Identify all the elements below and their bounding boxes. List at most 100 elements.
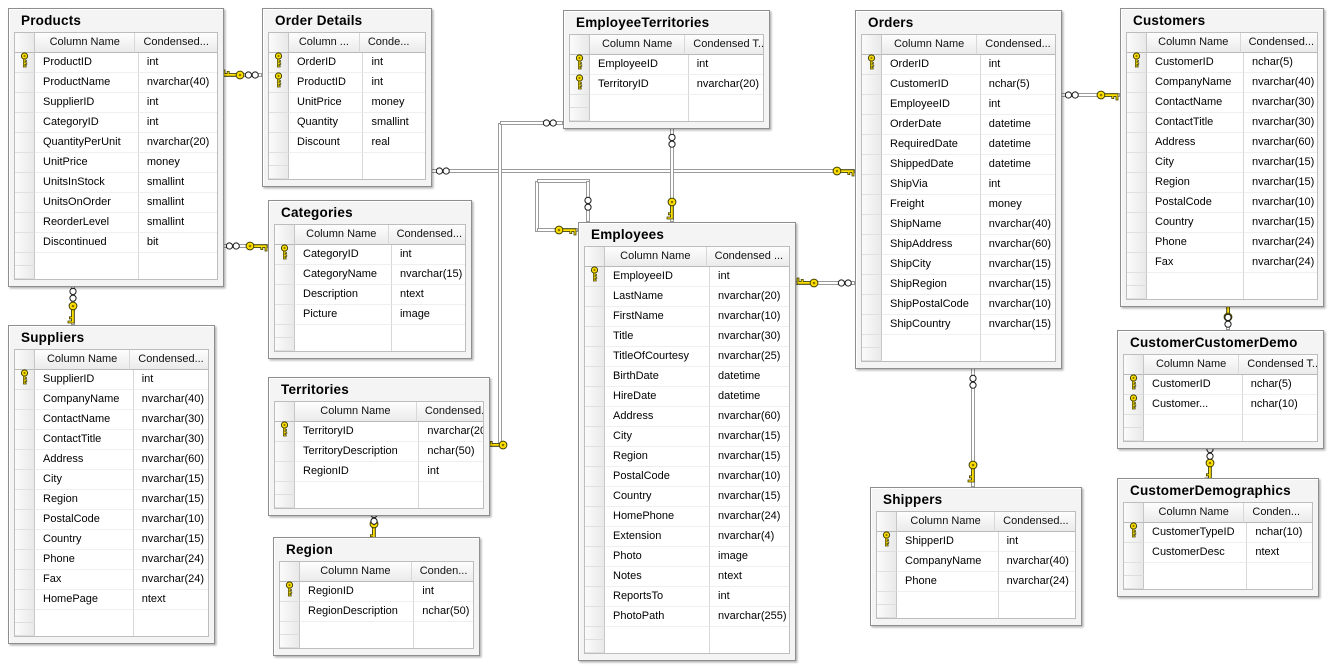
row-selector[interactable] [877, 605, 897, 618]
table-title[interactable]: CustomerDemographics [1130, 483, 1291, 498]
row-selector[interactable] [877, 572, 897, 592]
row-selector[interactable] [275, 442, 295, 462]
row-selector[interactable] [280, 602, 300, 622]
empty-row[interactable] [877, 605, 1075, 618]
row-selector[interactable] [1127, 153, 1147, 173]
row-selector[interactable] [275, 338, 295, 351]
empty-row[interactable] [877, 592, 1075, 605]
row-selector[interactable] [15, 173, 35, 193]
table-title[interactable]: Suppliers [21, 330, 85, 345]
empty-row[interactable] [15, 253, 217, 266]
row-selector[interactable] [15, 590, 35, 610]
row-selector[interactable] [862, 335, 882, 348]
row-selector[interactable] [862, 115, 882, 135]
row-selector[interactable] [15, 113, 35, 133]
empty-row[interactable] [269, 153, 425, 166]
table-title[interactable]: Order Details [275, 13, 363, 28]
row-selector[interactable] [570, 108, 590, 121]
row-selector[interactable] [1124, 374, 1144, 395]
row-selector[interactable] [15, 530, 35, 550]
row-selector[interactable] [862, 155, 882, 175]
row-selector[interactable] [15, 490, 35, 510]
row-selector[interactable] [585, 307, 605, 327]
row-selector[interactable] [269, 153, 289, 166]
row-selector[interactable] [862, 255, 882, 275]
empty-row[interactable] [1124, 576, 1312, 589]
row-selector[interactable] [862, 235, 882, 255]
row-selector[interactable] [15, 369, 35, 390]
table-title[interactable]: Customers [1133, 13, 1206, 28]
relationship-line-employees-reportsto-employees[interactable] [537, 179, 590, 183]
row-selector[interactable] [275, 265, 295, 285]
empty-row[interactable] [269, 166, 425, 179]
table-title[interactable]: Employees [591, 227, 665, 242]
empty-row[interactable] [15, 266, 217, 279]
row-selector[interactable] [585, 487, 605, 507]
empty-row[interactable] [1127, 273, 1317, 286]
row-selector[interactable] [585, 567, 605, 587]
row-selector[interactable] [570, 74, 590, 95]
row-selector[interactable] [585, 266, 605, 287]
row-selector[interactable] [275, 421, 295, 442]
row-selector[interactable] [269, 72, 289, 93]
row-selector[interactable] [15, 153, 35, 173]
row-selector[interactable] [1124, 415, 1144, 428]
row-selector[interactable] [1127, 113, 1147, 133]
row-selector[interactable] [862, 295, 882, 315]
row-selector[interactable] [15, 193, 35, 213]
row-selector[interactable] [1127, 273, 1147, 286]
table-title[interactable]: Products [21, 13, 82, 28]
row-selector[interactable] [15, 430, 35, 450]
row-selector[interactable] [1124, 522, 1144, 543]
row-selector[interactable] [585, 627, 605, 640]
row-selector[interactable] [862, 175, 882, 195]
empty-row[interactable] [1124, 415, 1317, 428]
row-selector[interactable] [585, 347, 605, 367]
empty-row[interactable] [275, 325, 465, 338]
row-selector[interactable] [269, 52, 289, 73]
empty-row[interactable] [585, 627, 789, 640]
row-selector[interactable] [585, 467, 605, 487]
table-title[interactable]: Categories [281, 205, 353, 220]
row-selector[interactable] [1127, 193, 1147, 213]
row-selector[interactable] [275, 495, 295, 508]
